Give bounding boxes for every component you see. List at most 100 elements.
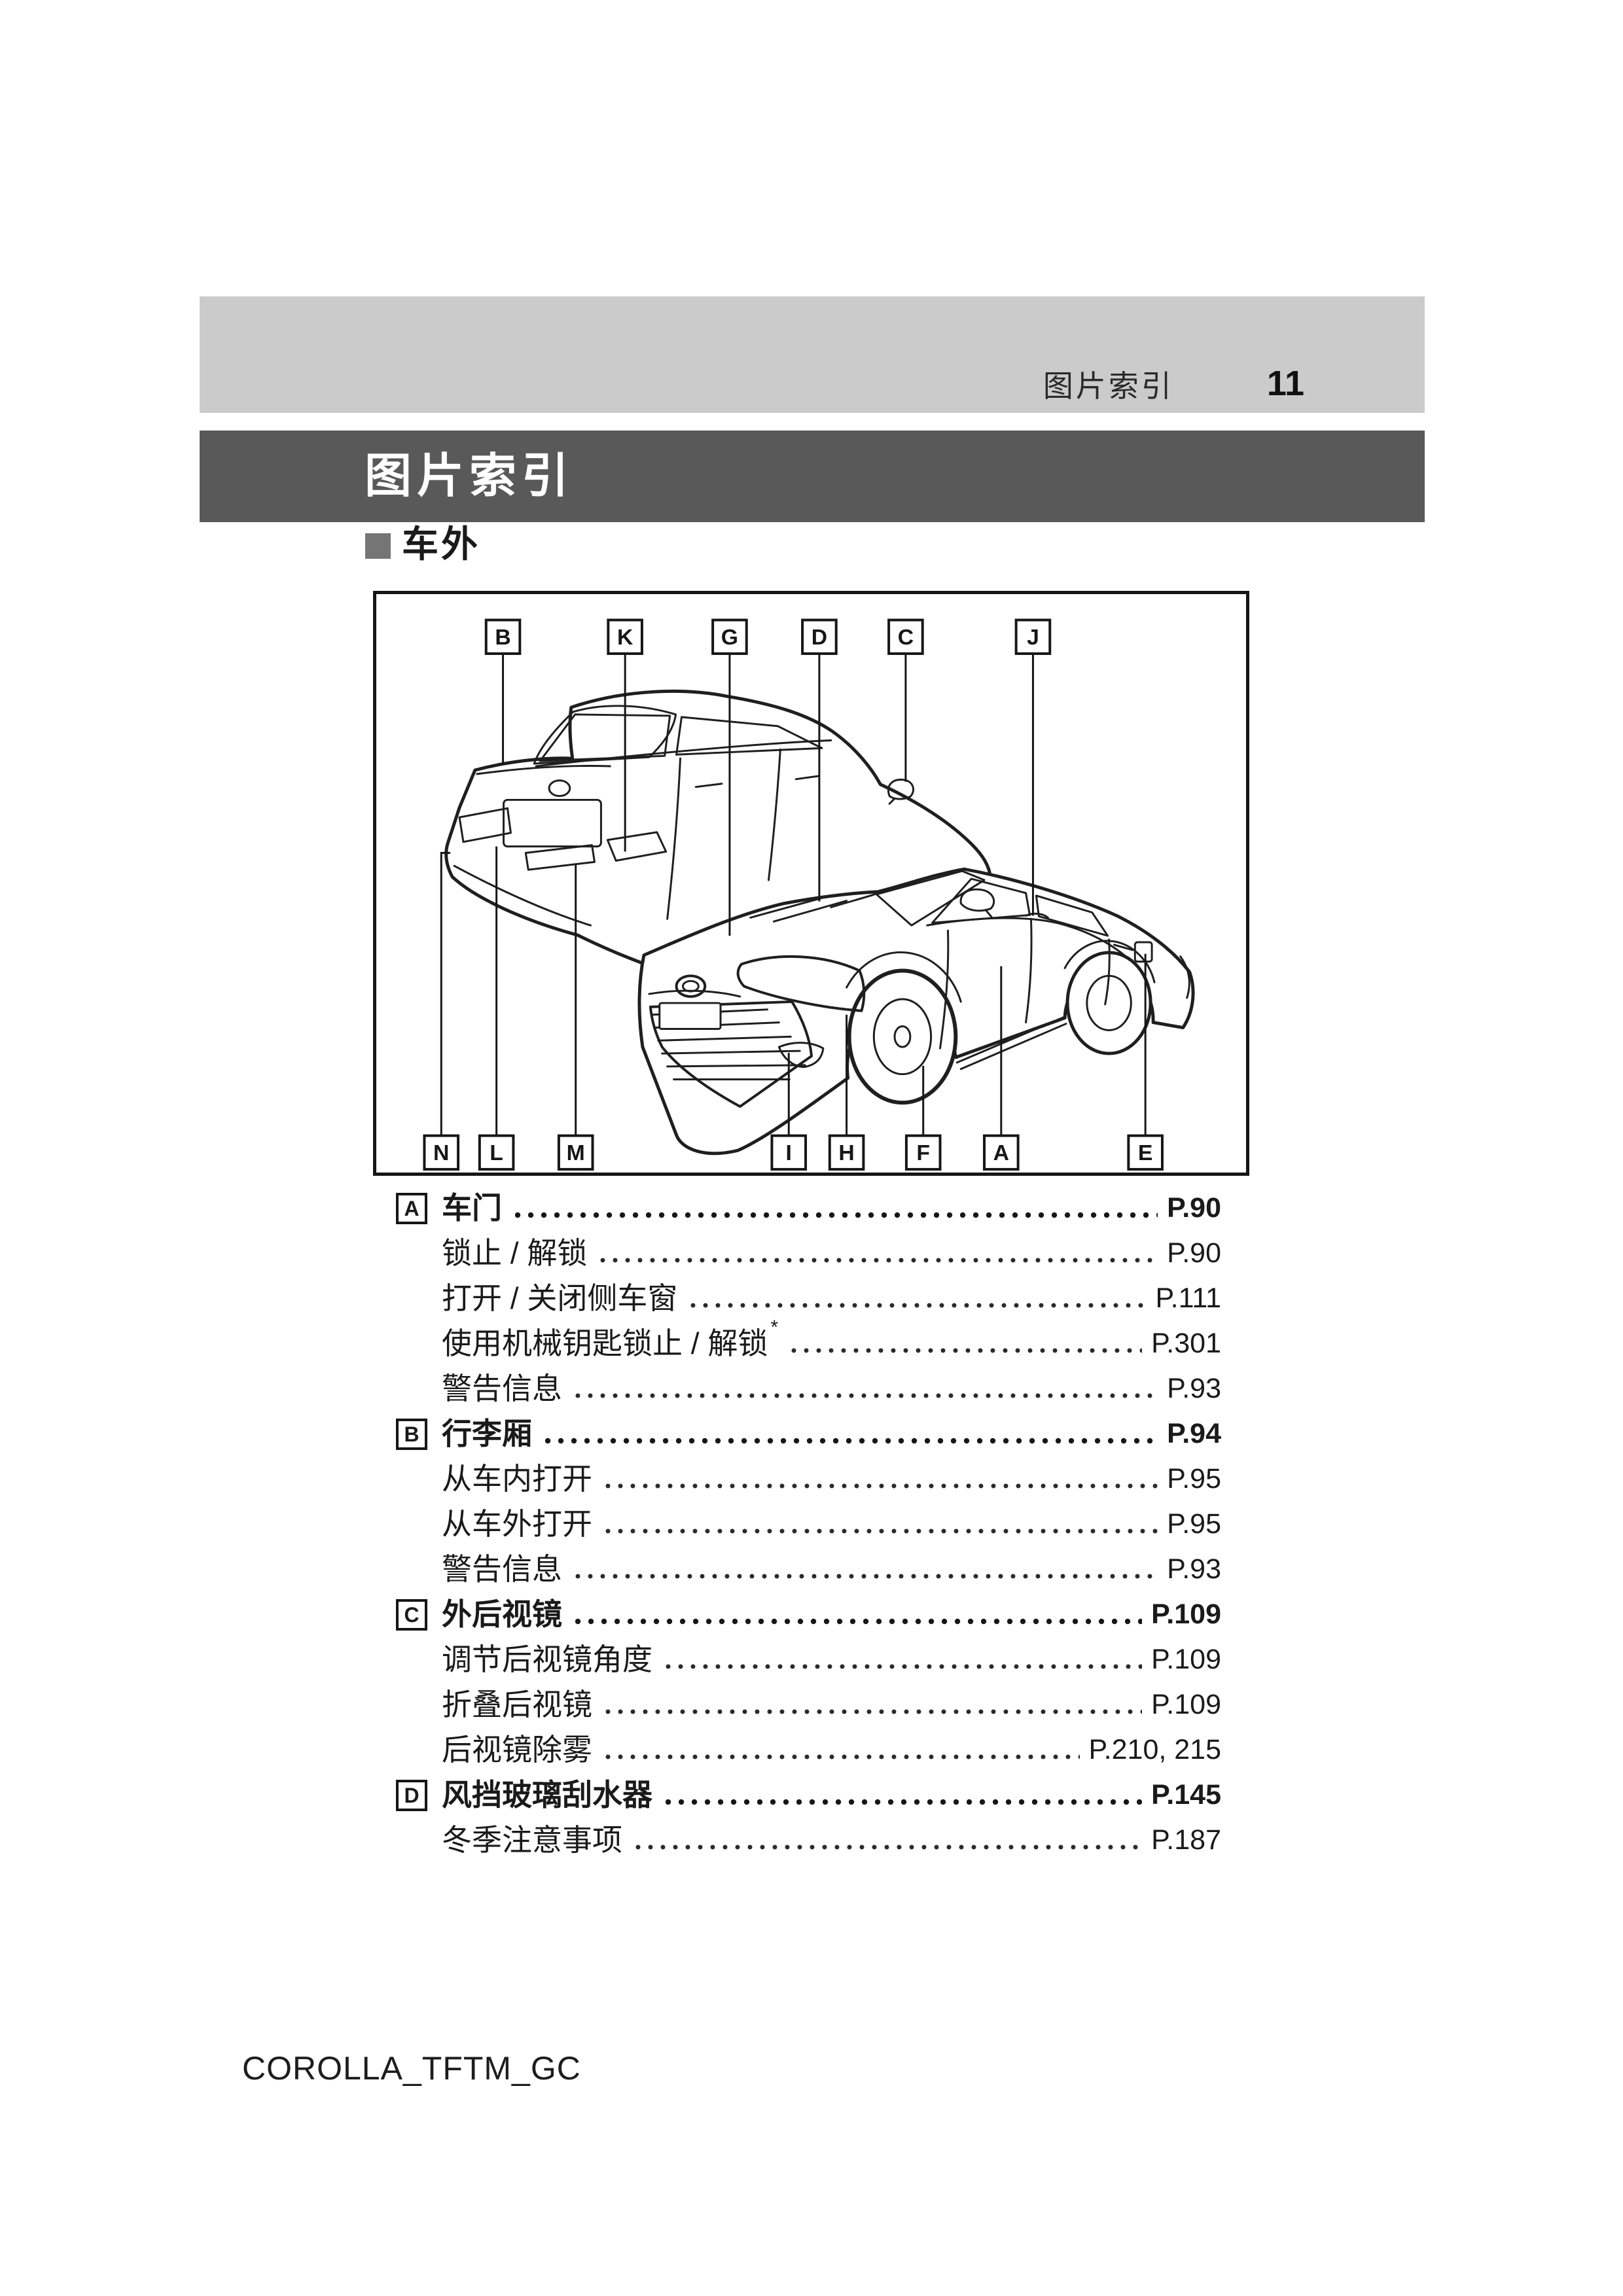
callout-box-G [711, 618, 748, 655]
index-row: B 行李厢 P.94 [396, 1411, 1221, 1457]
index-label: 警告信息 [442, 1371, 562, 1406]
document-code: COROLLA_TFTM_GC [242, 2050, 581, 2087]
chapter-title-bar: 图片索引 [200, 431, 1425, 522]
page-reference: P.93 [1167, 1373, 1221, 1404]
page-reference: P.90 [1167, 1192, 1221, 1224]
page-reference: P.93 [1167, 1553, 1221, 1585]
callout-letter-J: J [1027, 626, 1039, 650]
callout-letter-B: B [495, 626, 510, 650]
dot-leader [600, 1255, 1158, 1265]
callout-box-K [607, 618, 643, 655]
callout-box-F [904, 1134, 942, 1171]
callout-box-D [801, 618, 838, 655]
page-reference: P.90 [1167, 1237, 1221, 1269]
callout-box-E [1127, 1134, 1164, 1171]
dot-leader [666, 1661, 1143, 1671]
callout-E: E [1127, 953, 1164, 1171]
index-label: 锁止 / 解锁 [442, 1236, 588, 1271]
header-section-label: 图片索引 [1043, 369, 1174, 403]
callout-L: L [478, 846, 515, 1171]
callout-I: I [770, 1053, 808, 1171]
section-heading: 车外 [365, 526, 480, 563]
callout-K: K [607, 618, 643, 852]
index-label: 打开 / 关闭侧车窗 [442, 1281, 678, 1316]
index-row: 从车内打开 P.95 [396, 1457, 1221, 1502]
exterior-diagram-svg: B K G D C J N L M I H F A E [423, 618, 1195, 1171]
index-row: D 风挡玻璃刮水器 P.145 [396, 1773, 1221, 1818]
index-label: 车门 [442, 1191, 502, 1226]
callout-M: M [557, 864, 594, 1171]
page-reference: P.95 [1167, 1463, 1221, 1494]
index-label: 从车内打开 [442, 1462, 592, 1496]
chapter-title: 图片索引 [365, 450, 575, 503]
callout-letter-I: I [786, 1141, 792, 1165]
callout-box-J [1014, 618, 1052, 655]
dot-leader [575, 1571, 1158, 1581]
callout-letter-C: C [898, 626, 914, 650]
index-row: 警告信息 P.93 [396, 1547, 1221, 1592]
page-reference: P.145 [1151, 1779, 1221, 1810]
dot-leader [605, 1706, 1143, 1716]
callout-B: B [484, 618, 522, 764]
callout-box-B [484, 618, 522, 655]
page-reference: P.94 [1167, 1418, 1221, 1449]
page-reference: P.109 [1151, 1689, 1221, 1720]
index-label: 折叠后视镜 [442, 1687, 592, 1722]
dot-leader [605, 1752, 1080, 1761]
callout-D: D [801, 618, 838, 902]
index-label: 行李厢 [442, 1417, 532, 1451]
dot-leader [791, 1345, 1143, 1355]
dot-leader [575, 1390, 1158, 1400]
callout-A: A [983, 966, 1020, 1171]
dot-leader [666, 1797, 1143, 1807]
callout-F: F [904, 1065, 942, 1171]
callout-letter-H: H [838, 1141, 854, 1165]
index-letter-box-B: B [396, 1418, 427, 1450]
callout-C: C [887, 618, 924, 782]
index-letter-box-A: A [396, 1192, 427, 1224]
callout-box-I [770, 1134, 808, 1171]
callout-box-H [828, 1134, 865, 1171]
index-label: 风挡玻璃刮水器 [442, 1778, 652, 1812]
page-reference: P.301 [1151, 1328, 1221, 1359]
callout-H: H [828, 1014, 865, 1171]
callout-box-N [423, 1134, 460, 1171]
dot-leader [515, 1210, 1158, 1220]
callout-letter-A: A [993, 1141, 1009, 1165]
callout-letter-F: F [916, 1141, 930, 1165]
index-letter-box-C: C [396, 1598, 427, 1631]
index-letter-box-D: D [396, 1779, 427, 1811]
page-header-band: 图片索引 11 [200, 296, 1425, 413]
section-square-icon [365, 533, 391, 559]
footnote-asterisk: * [770, 1316, 779, 1339]
index-label: 调节后视镜角度 [442, 1642, 652, 1677]
page-reference: P.109 [1151, 1598, 1221, 1630]
page-reference: P.95 [1167, 1508, 1221, 1540]
index-row: 冬季注意事项 P.187 [396, 1818, 1221, 1863]
callout-letter-N: N [433, 1141, 449, 1165]
index-row: 折叠后视镜 P.109 [396, 1682, 1221, 1727]
callout-layer: B K G D C J N L M I H F A E [423, 618, 1164, 1171]
index-row: 锁止 / 解锁 P.90 [396, 1231, 1221, 1276]
index-row: 从车外打开 P.95 [396, 1502, 1221, 1547]
page-reference: P.187 [1151, 1824, 1221, 1856]
section-title: 车外 [402, 523, 480, 565]
index-label: 从车外打开 [442, 1507, 592, 1542]
index-row: 使用机械钥匙锁止 / 解锁*P.301 [396, 1316, 1221, 1366]
callout-box-M [557, 1134, 594, 1171]
page-reference: P.210, 215 [1088, 1734, 1221, 1765]
callout-box-L [478, 1134, 515, 1171]
callout-letter-D: D [812, 626, 827, 650]
dot-leader [575, 1616, 1143, 1626]
index-label: 冬季注意事项 [442, 1823, 622, 1858]
header-page-number: 11 [1266, 364, 1304, 403]
callout-letter-G: G [721, 626, 738, 650]
callout-letter-L: L [490, 1141, 503, 1165]
callout-letter-M: M [567, 1141, 585, 1165]
index-label: 外后视镜 [442, 1597, 562, 1632]
callout-letter-K: K [617, 626, 633, 650]
dot-leader [690, 1300, 1147, 1310]
index-label: 警告信息 [442, 1552, 562, 1587]
